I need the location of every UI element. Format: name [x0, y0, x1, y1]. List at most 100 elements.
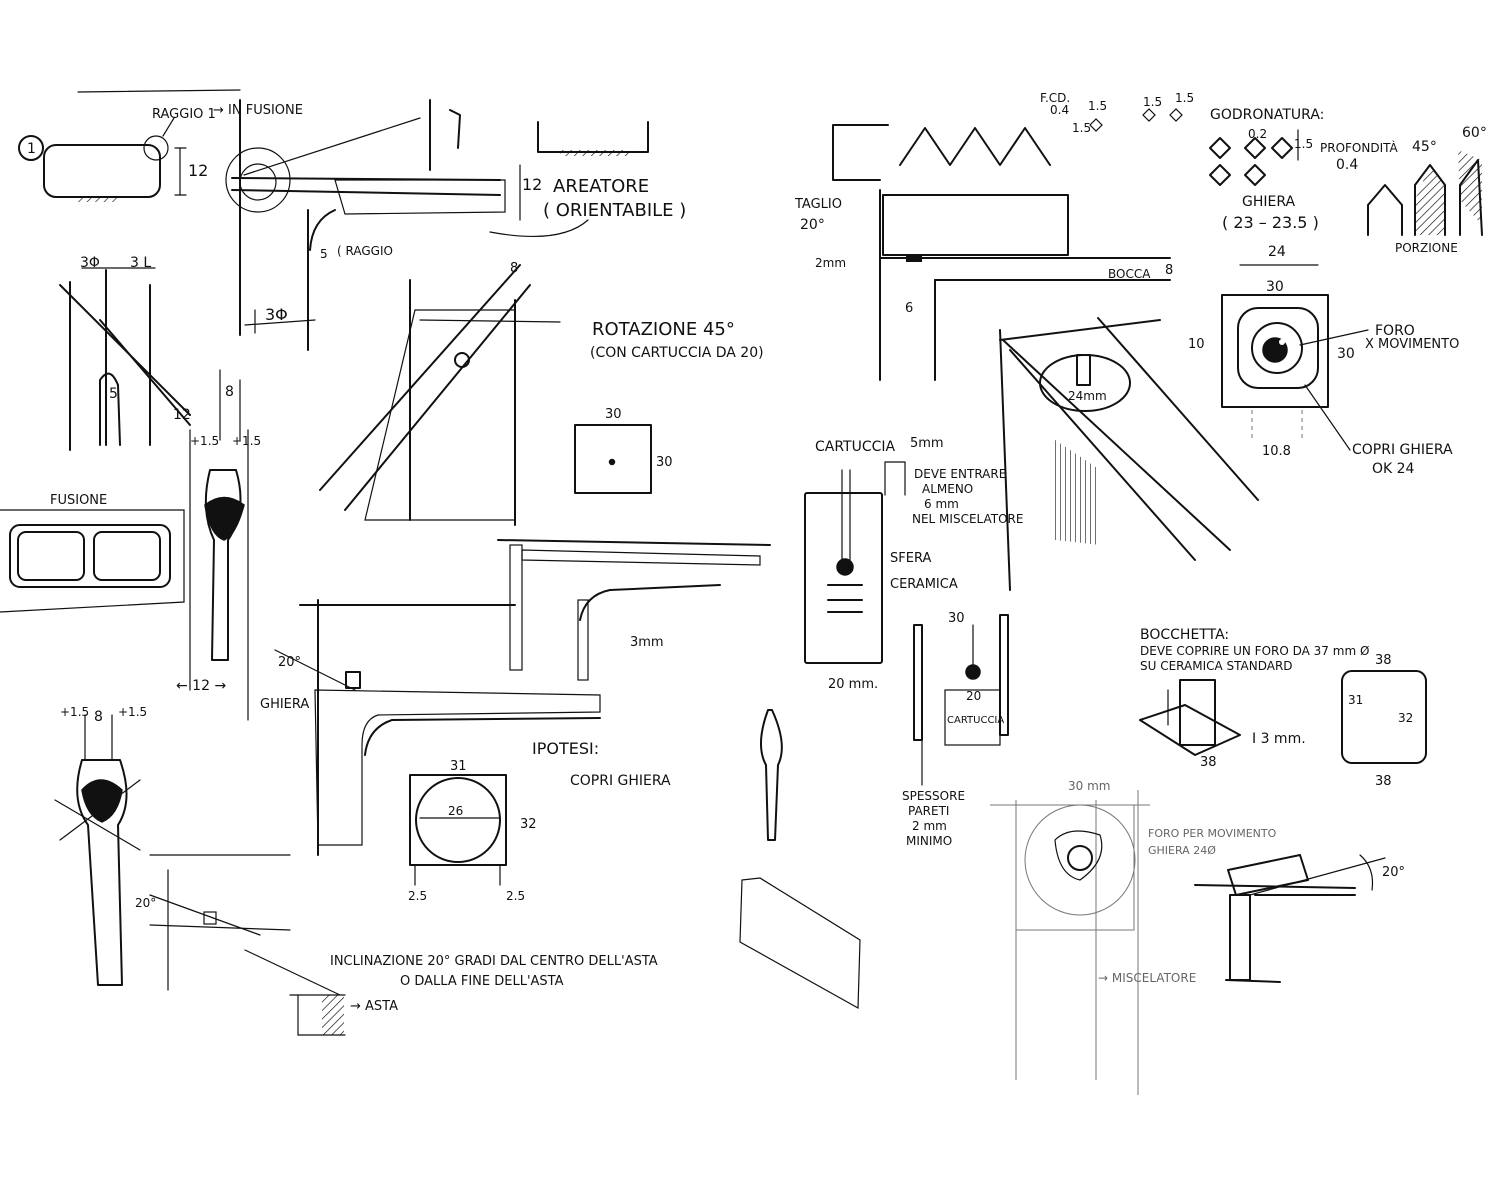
- label-d12b: 12: [522, 175, 543, 194]
- label-taglio: TAGLIO: [795, 197, 842, 212]
- label-spess-1: SPESSORE: [902, 789, 966, 803]
- label-d8c: 8: [94, 709, 103, 725]
- label-spess-3: 2 mm: [912, 819, 947, 833]
- label-profondita: PROFONDITÀ: [1320, 141, 1398, 155]
- label-deve-4: NEL MISCELATORE: [912, 512, 1024, 526]
- label-incl-1: INCLINAZIONE 20° GRADI DAL CENTRO DELL'A…: [330, 954, 658, 969]
- label-d15e: 1.5: [1294, 137, 1314, 151]
- label-d45: 45°: [1412, 139, 1437, 155]
- sketch-ipotesi: [409, 774, 507, 886]
- label-d38c: 38: [1375, 774, 1392, 789]
- label-d3phi2: 3Φ: [80, 255, 100, 271]
- label-d8b: 8: [510, 261, 519, 276]
- label-raggio1: RAGGIO 1: [152, 107, 216, 122]
- label-d5b: 5: [109, 386, 118, 402]
- sketch-profile-small: [760, 709, 783, 841]
- label-cartuccia: CARTUCCIA: [815, 439, 896, 455]
- sketch-l-profile: [497, 539, 771, 681]
- label-miscelatore: → MISCELATORE: [1098, 971, 1197, 985]
- label-d6: 6: [905, 301, 914, 316]
- label-bocca: BOCCA: [1108, 267, 1151, 281]
- label-ipotesi: IPOTESI:: [532, 739, 600, 758]
- label-d60: 60°: [1462, 125, 1487, 141]
- label-d25b: 2.5: [506, 889, 526, 903]
- sketch-handle-vertical: [189, 369, 249, 721]
- label-p15c: +1.5: [60, 705, 90, 719]
- sketch-cartuccia: [804, 461, 906, 664]
- label-d3phi: 3Φ: [265, 305, 288, 324]
- label-copri-1: COPRI GHIERA: [1352, 442, 1453, 458]
- label-porzione: PORZIONE: [1395, 241, 1458, 255]
- label-foro-2: X MOVIMENTO: [1365, 337, 1460, 352]
- sketch-fusione-box: [0, 509, 185, 613]
- label-p15d: +1.5: [118, 705, 148, 719]
- label-d5mm: 5mm: [910, 436, 944, 451]
- label-n1: 1: [27, 141, 36, 157]
- sketch-godronatura: [1089, 108, 1299, 186]
- label-d32: 32: [520, 817, 537, 832]
- label-d02: 0.2: [1248, 127, 1268, 141]
- label-d24mm: 24mm: [1068, 389, 1107, 403]
- label-d38a: 38: [1375, 653, 1392, 668]
- sketch-rotation-45: [319, 264, 561, 526]
- label-deve-1: DEVE ENTRARE: [914, 467, 1007, 481]
- sketch-taglio-bocca: [832, 124, 1171, 381]
- label-deve-3: 6 mm: [924, 497, 959, 511]
- sketch-porzione: [1367, 150, 1483, 236]
- label-in-fusione: → IN FUSIONE: [213, 103, 303, 118]
- sketch-square-30: [574, 424, 652, 494]
- label-d15c: 1.5: [1143, 95, 1163, 109]
- label-d20mm: 20 mm.: [828, 677, 879, 692]
- label-d3l: 3 L: [130, 255, 152, 271]
- left-page: [0, 89, 771, 1036]
- label-d12a: 12: [188, 161, 209, 180]
- label-boccheta-1: BOCCHETTA:: [1140, 627, 1230, 643]
- label-d30d: 30: [1337, 346, 1355, 362]
- label-fusione: FUSIONE: [50, 493, 108, 508]
- label-d32b: 32: [1398, 711, 1414, 725]
- label-d8d: 8: [1165, 263, 1174, 278]
- label-boccheta-3: SU CERAMICA STANDARD: [1140, 659, 1293, 673]
- label-spess-2: PARETI: [908, 804, 950, 818]
- label-ceramica: CERAMICA: [890, 577, 958, 592]
- label-d20: 20: [966, 689, 982, 703]
- right-page: [739, 108, 1483, 1095]
- label-d25a: 2.5: [408, 889, 428, 903]
- sketch-diagonal-tube: [59, 267, 191, 451]
- label-d12d: ← 12 →: [176, 678, 227, 694]
- sketch-miscelatore-top: [990, 790, 1150, 1095]
- label-ghiera: GHIERA: [260, 697, 310, 712]
- label-d04a: 0.4: [1050, 103, 1070, 117]
- label-foro-mov: FORO PER MOVIMENTO: [1148, 827, 1277, 840]
- sketch-ghiera-section: [274, 599, 601, 856]
- label-sfera: SFERA: [890, 551, 932, 566]
- label-ghiera-range: ( 23 – 23.5 ): [1222, 213, 1319, 232]
- label-d2mm: 2mm: [815, 256, 847, 270]
- label-p15b: +1.5: [232, 434, 262, 448]
- label-d15a: 1.5: [1088, 99, 1108, 113]
- label-spess-4: MINIMO: [906, 834, 953, 848]
- label-areatore-2: ( ORIENTABILE ): [543, 200, 687, 221]
- sketch-handle-lower: [54, 714, 141, 986]
- label-p15a: +1.5: [190, 434, 220, 448]
- sketch-profile-3d: [739, 877, 861, 1010]
- label-d38b: 38: [1200, 755, 1217, 770]
- sketch-radius-corner: [225, 99, 501, 351]
- label-d30c: 30: [1266, 279, 1284, 295]
- sketch-inclined-cap: [1194, 854, 1386, 983]
- label-rot-2: (CON CARTUCCIA DA 20): [590, 345, 764, 361]
- label-boccheta-2: DEVE COPRIRE UN FORO DA 37 mm Ø: [1140, 644, 1370, 658]
- label-d30b: 30: [656, 455, 673, 470]
- label-d8a: 8: [225, 384, 234, 400]
- label-d30a: 30: [605, 407, 622, 422]
- label-d108: 10.8: [1262, 444, 1291, 459]
- label-rot-1: ROTAZIONE 45°: [592, 319, 735, 340]
- label-d30e: 30: [948, 611, 965, 626]
- label-godronatura: GODRONATURA:: [1210, 107, 1325, 123]
- label-copri-2: OK 24: [1372, 461, 1415, 477]
- label-deve-2: ALMENO: [922, 482, 974, 496]
- label-d04b: 0.4: [1336, 157, 1359, 173]
- label-d20deg2: 20°: [135, 896, 157, 910]
